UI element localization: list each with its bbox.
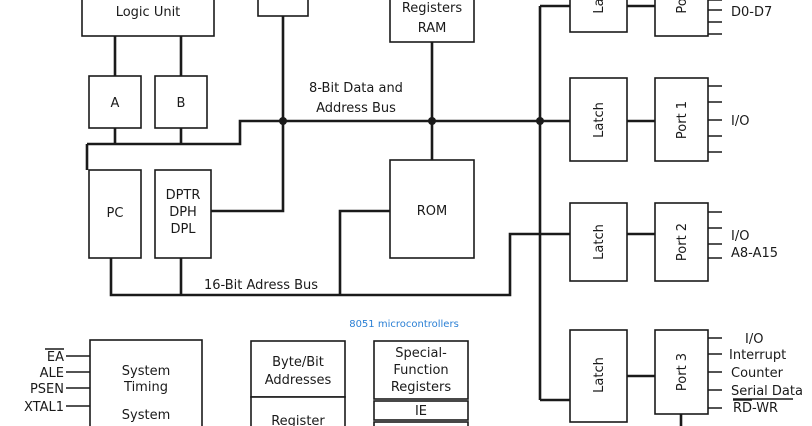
byte-bit-line2: Addresses <box>265 373 332 388</box>
rom-address-wire <box>338 209 390 295</box>
port-1-label: Port 1 <box>675 101 690 139</box>
control-ale-label: ALE <box>40 366 64 381</box>
byte-bit-line1: Byte/Bit <box>272 355 324 370</box>
wires <box>85 4 683 426</box>
port3-signal-label-1: I/O <box>745 332 763 347</box>
system-timing-line2: Timing <box>123 380 168 395</box>
top-reg-wire <box>211 16 285 213</box>
port3-pins <box>708 337 722 409</box>
ie-label: IE <box>415 404 427 419</box>
junction-dot <box>428 117 436 125</box>
control-psen-label: PSEN <box>30 382 64 397</box>
latch-2-label: Latch <box>592 224 607 260</box>
port-0-label: Po <box>675 0 690 14</box>
port3-signal-label-5: RD-WR <box>733 401 778 416</box>
port-pins <box>66 0 722 409</box>
junction-dot <box>536 117 544 125</box>
latch-2-block: Latch <box>569 202 628 282</box>
control-pins <box>66 355 90 407</box>
latch-1-block: Latch <box>569 77 628 162</box>
port0-pins <box>708 0 722 35</box>
sfr-line1: Special- <box>395 346 447 361</box>
data-bus-line <box>87 119 570 146</box>
pc-block: PC <box>88 169 142 259</box>
port0-signal-label: D0-D7 <box>731 5 772 20</box>
register-b-block: B <box>154 75 208 129</box>
control-ea-label: EA <box>47 350 64 365</box>
dpl-label: DPL <box>170 222 196 237</box>
special-function-registers-block: Special- Function Registers IE <box>373 340 469 426</box>
rom-label: ROM <box>417 204 447 219</box>
port3-signal-label-2: Interrupt <box>729 348 786 363</box>
port-2-label: Port 2 <box>675 223 690 261</box>
ram-label-line2: RAM <box>418 21 447 36</box>
top-register-block <box>257 0 309 17</box>
ram-block: Registers RAM <box>389 0 475 43</box>
port-1-block: Port 1 <box>654 77 709 162</box>
system-timing-block: System Timing System <box>89 339 203 426</box>
port-3-label: Port 3 <box>675 353 690 391</box>
dph-label: DPH <box>169 205 197 220</box>
latch-3-label: Latch <box>592 357 607 393</box>
port-0-block: Po <box>654 0 709 37</box>
port2-signal-label-2: A8-A15 <box>731 246 778 261</box>
register-a-block: A <box>88 75 142 129</box>
caption-text: 8051 microcontrollers <box>349 319 459 330</box>
port-2-block: Port 2 <box>654 202 709 282</box>
register-a-label: A <box>111 96 120 111</box>
latch-1-label: Latch <box>592 102 607 138</box>
control-xtal1-label: XTAL1 <box>24 400 64 415</box>
dptr-label: DPTR <box>166 188 201 203</box>
port1-pins <box>708 85 722 153</box>
system-timing-line1: System <box>122 364 170 379</box>
latch-0-block: La <box>569 0 628 33</box>
data-bus-label-line2: Address Bus <box>316 101 396 116</box>
port-3-block: Port 3 <box>654 329 709 415</box>
port3-signal-label-4: Serial Data <box>731 384 803 399</box>
logic-unit-block: Logic Unit <box>81 0 215 37</box>
logic-unit-label: Logic Unit <box>116 5 181 20</box>
sfr-line3: Registers <box>391 380 452 395</box>
latch-0-label: La <box>592 0 607 14</box>
byte-bit-addresses-block: Byte/Bit Addresses Register <box>250 340 346 426</box>
system-timing-line3: System <box>122 408 170 423</box>
port3-signal-label-3: Counter <box>731 366 784 381</box>
latch-3-block: Latch <box>569 329 628 423</box>
port3-overbar <box>733 398 793 401</box>
address-bus-label: 16-Bit Adress Bus <box>204 278 318 293</box>
ram-label-line1: Registers <box>402 1 463 16</box>
data-bus-label-line1: 8-Bit Data and <box>309 81 403 96</box>
junctions <box>279 117 544 125</box>
port2-pins <box>708 211 722 259</box>
port1-signal-label: I/O <box>731 114 749 129</box>
dptr-block: DPTR DPH DPL <box>154 169 212 259</box>
register-b-label: B <box>177 96 186 111</box>
port2-signal-label-1: I/O <box>731 229 749 244</box>
pc-label: PC <box>107 206 124 221</box>
junction-dot <box>279 117 287 125</box>
sfr-line2: Function <box>393 363 448 378</box>
address-bus-line <box>109 232 540 297</box>
register-partial-label: Register <box>271 414 325 426</box>
rom-block: ROM <box>389 159 475 259</box>
